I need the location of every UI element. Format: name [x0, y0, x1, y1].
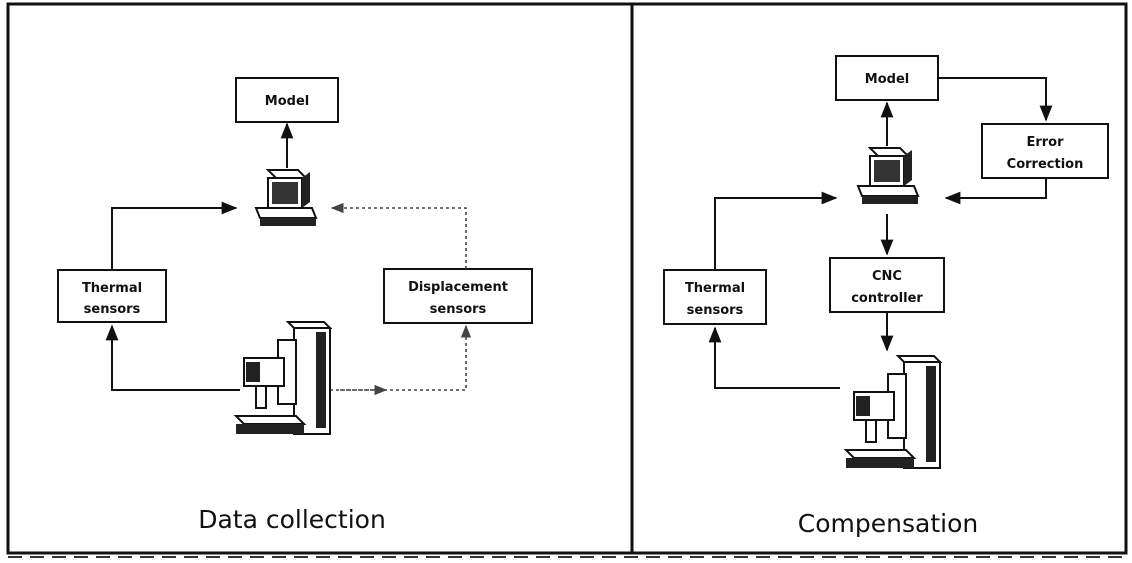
error-label-line2: Correction [1007, 157, 1084, 172]
thermal-label-line2-right: sensors [687, 303, 744, 318]
thermal-sensors-box-left: Thermal sensors [57, 269, 167, 323]
thermal-label-line1-left: Thermal [82, 281, 142, 296]
model-box-left: Model [235, 77, 339, 123]
cnc-label-line2: controller [851, 291, 923, 306]
displacement-sensors-box-left: Displacement sensors [383, 268, 533, 324]
thermal-sensors-box-right: Thermal sensors [663, 269, 767, 325]
computer-icon [254, 169, 318, 226]
right-panel: Model Error Correction CNC cont [663, 55, 1109, 538]
arrow-machine-to-thermal-right [708, 326, 840, 389]
model-box-right: Model [835, 55, 939, 101]
arrow-displacement-to-computer-left [330, 202, 467, 269]
milling-machine-icon [233, 321, 333, 435]
error-correction-box: Error Correction [981, 123, 1109, 179]
model-label-right: Model [865, 72, 909, 87]
displacement-label-line1-left: Displacement [408, 280, 508, 295]
arrow-machine-to-thermal-left [105, 324, 240, 391]
arrow-machine-to-displacement-left [330, 324, 472, 391]
model-label-left: Model [265, 94, 309, 109]
caption-compensation: Compensation [798, 509, 978, 538]
arrow-thermal-to-computer-right [714, 191, 838, 270]
error-label-line1: Error [1026, 135, 1064, 150]
arrow-thermal-to-computer-left [111, 201, 238, 270]
panel-frame-right [630, 2, 1128, 555]
computer-icon [856, 147, 920, 204]
caption-data-collection: Data collection [198, 505, 386, 534]
thermal-label-line2-left: sensors [84, 302, 141, 317]
thermal-label-line1-right: Thermal [685, 281, 745, 296]
cnc-controller-box: CNC controller [829, 257, 945, 313]
arrow-model-to-error-right [938, 77, 1053, 122]
arrow-error-to-computer-right [944, 178, 1047, 205]
left-panel: Model Thermal sensors Displacement senso… [57, 77, 533, 534]
displacement-label-line2-left: sensors [430, 302, 487, 317]
milling-machine-icon [843, 355, 943, 469]
cnc-label-line1: CNC [872, 269, 902, 284]
